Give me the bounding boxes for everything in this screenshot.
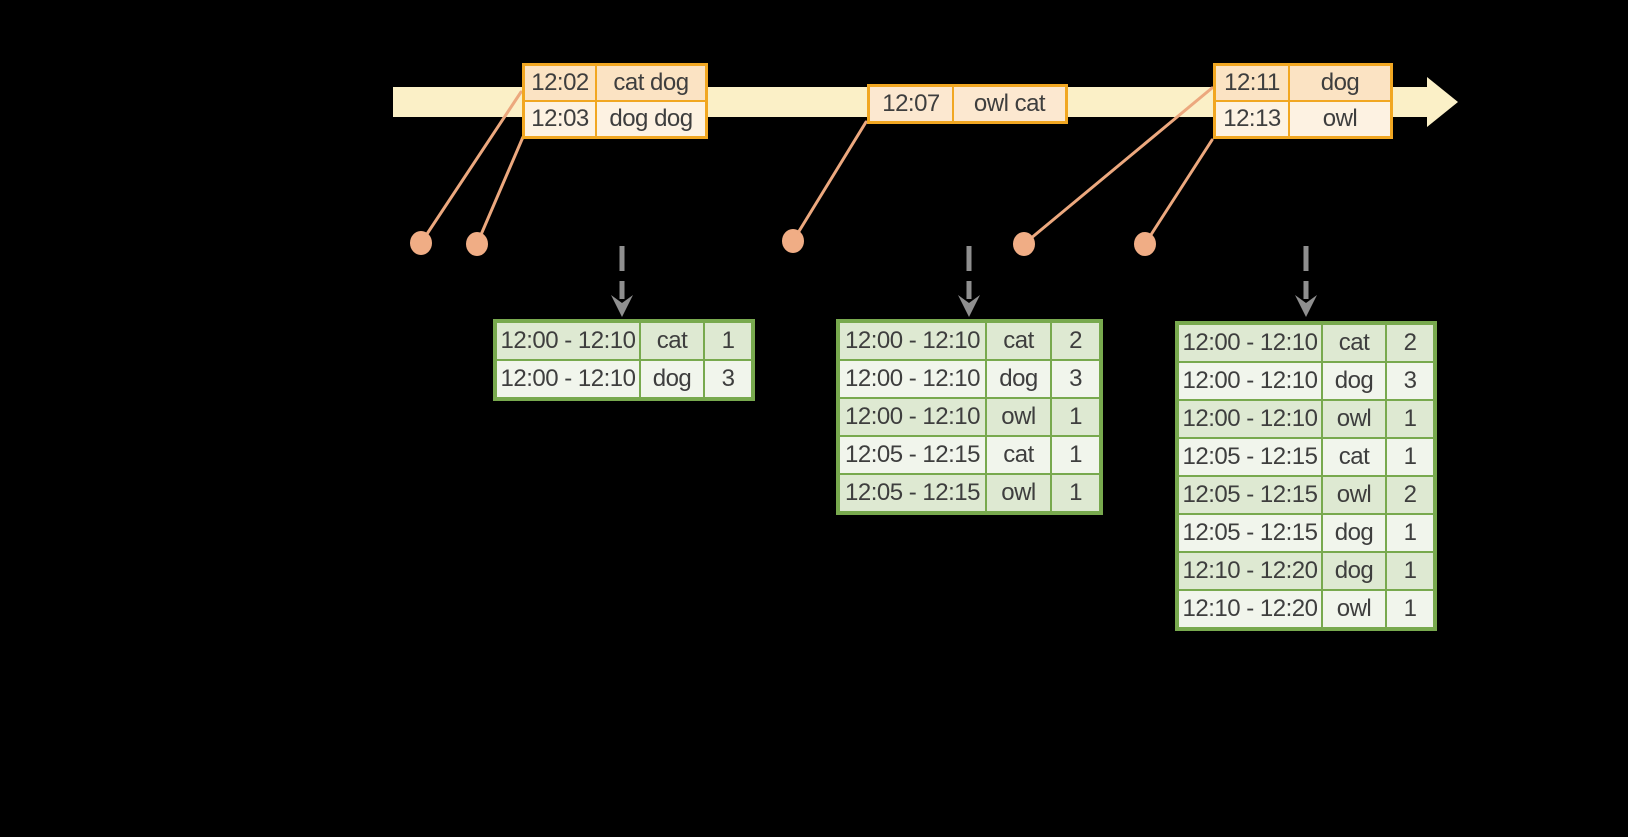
result-word-cell: cat: [987, 323, 1050, 359]
result-window-cell: 12:00 - 12:10: [1179, 363, 1321, 399]
result-count-cell: 2: [1387, 325, 1433, 361]
trigger-arrow-icon: [958, 246, 980, 317]
trigger-arrow-icon: [611, 246, 633, 317]
result-table-3: 12:00 - 12:10 cat 2 12:00 - 12:10 dog 3 …: [1175, 321, 1437, 631]
result-window-cell: 12:00 - 12:10: [1179, 325, 1321, 361]
event-time-cell: 12:11: [1216, 66, 1288, 100]
trigger-arrows: [611, 246, 1317, 317]
event-time-cell: 12:02: [525, 66, 595, 100]
result-window-cell: 12:05 - 12:15: [1179, 477, 1321, 513]
result-window-cell: 12:05 - 12:15: [1179, 515, 1321, 551]
result-count-cell: 1: [1387, 591, 1433, 627]
result-table-1: 12:00 - 12:10 cat 1 12:00 - 12:10 dog 3: [493, 319, 755, 401]
result-word-cell: owl: [987, 399, 1050, 435]
result-window-cell: 12:00 - 12:10: [840, 323, 985, 359]
result-window-cell: 12:00 - 12:10: [497, 361, 639, 397]
timeline-arrowhead-icon: [1427, 77, 1458, 127]
result-count-cell: 2: [1052, 323, 1099, 359]
event-dot: [1013, 232, 1035, 256]
result-word-cell: cat: [1323, 325, 1385, 361]
event-words-cell: owl: [1290, 102, 1390, 136]
result-count-cell: 1: [1052, 475, 1099, 511]
result-window-cell: 12:05 - 12:15: [1179, 439, 1321, 475]
result-word-cell: cat: [1323, 439, 1385, 475]
result-window-cell: 12:05 - 12:15: [840, 437, 985, 473]
result-count-cell: 1: [1052, 399, 1099, 435]
connector-line: [419, 90, 523, 245]
result-word-cell: dog: [1323, 363, 1385, 399]
event-time-cell: 12:03: [525, 102, 595, 136]
result-count-cell: 1: [705, 323, 751, 359]
result-word-cell: owl: [1323, 401, 1385, 437]
result-window-cell: 12:10 - 12:20: [1179, 553, 1321, 589]
result-word-cell: cat: [987, 437, 1050, 473]
event-dot: [410, 231, 432, 255]
result-window-cell: 12:00 - 12:10: [840, 361, 985, 397]
result-count-cell: 2: [1387, 477, 1433, 513]
connector-line: [1022, 86, 1214, 246]
event-table-2: 12:07 owl cat: [867, 84, 1068, 124]
result-table-2: 12:00 - 12:10 cat 2 12:00 - 12:10 dog 3 …: [836, 319, 1103, 515]
event-time-cell: 12:07: [870, 87, 952, 121]
result-count-cell: 3: [1387, 363, 1433, 399]
trigger-arrow-icon: [1295, 246, 1317, 317]
result-count-cell: 1: [1387, 401, 1433, 437]
connector-lines: [419, 86, 1214, 246]
result-window-cell: 12:05 - 12:15: [840, 475, 985, 511]
result-count-cell: 1: [1387, 553, 1433, 589]
event-words-cell: dog: [1290, 66, 1390, 100]
result-count-cell: 1: [1387, 439, 1433, 475]
event-dot: [466, 232, 488, 256]
result-count-cell: 3: [1052, 361, 1099, 397]
result-count-cell: 3: [705, 361, 751, 397]
connector-line: [1143, 138, 1214, 246]
result-word-cell: dog: [641, 361, 703, 397]
result-word-cell: dog: [1323, 515, 1385, 551]
event-table-3: 12:11 dog 12:13 owl: [1213, 63, 1393, 139]
result-window-cell: 12:00 - 12:10: [497, 323, 639, 359]
result-window-cell: 12:00 - 12:10: [1179, 401, 1321, 437]
result-count-cell: 1: [1052, 437, 1099, 473]
result-word-cell: owl: [987, 475, 1050, 511]
event-table-1: 12:02 cat dog 12:03 dog dog: [522, 63, 708, 139]
event-words-cell: owl cat: [954, 87, 1065, 121]
result-word-cell: owl: [1323, 477, 1385, 513]
event-words-cell: cat dog: [597, 66, 705, 100]
connector-line: [475, 135, 525, 246]
event-dots: [410, 229, 1156, 256]
result-count-cell: 1: [1387, 515, 1433, 551]
connector-line: [791, 120, 868, 243]
result-window-cell: 12:10 - 12:20: [1179, 591, 1321, 627]
event-dot: [1134, 232, 1156, 256]
event-time-cell: 12:13: [1216, 102, 1288, 136]
result-word-cell: cat: [641, 323, 703, 359]
event-words-cell: dog dog: [597, 102, 705, 136]
event-dot: [782, 229, 804, 253]
result-word-cell: dog: [1323, 553, 1385, 589]
result-word-cell: owl: [1323, 591, 1385, 627]
result-window-cell: 12:00 - 12:10: [840, 399, 985, 435]
result-word-cell: dog: [987, 361, 1050, 397]
